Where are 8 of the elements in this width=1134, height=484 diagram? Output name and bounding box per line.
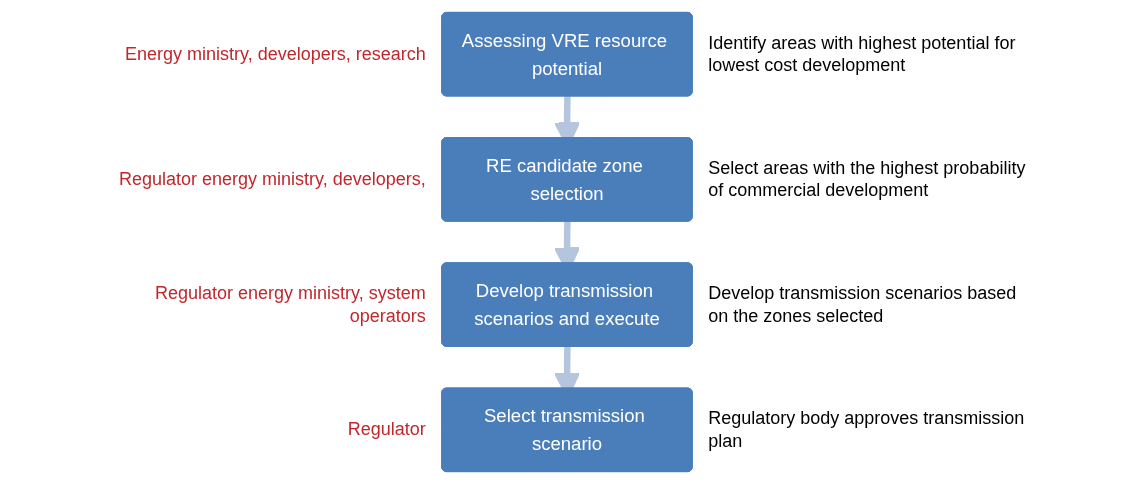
description-text: Select areas with the highest probability of commercial development: [708, 156, 1027, 202]
description-text: Regulatory body approves transmission plan: [708, 407, 1026, 453]
description-text: Identify areas with highest potential for lowest cost development: [708, 31, 1017, 77]
stakeholder-text: Regulator energy ministry, system operators: [154, 282, 426, 328]
stakeholder-text: Energy ministry, developers, research: [123, 42, 426, 66]
stakeholder-text: Regulator energy ministry, developers,: [117, 167, 426, 191]
description-text: Develop transmission scenarios based on the zones selected: [708, 282, 1018, 328]
stakeholder-text: Regulator: [346, 418, 426, 441]
